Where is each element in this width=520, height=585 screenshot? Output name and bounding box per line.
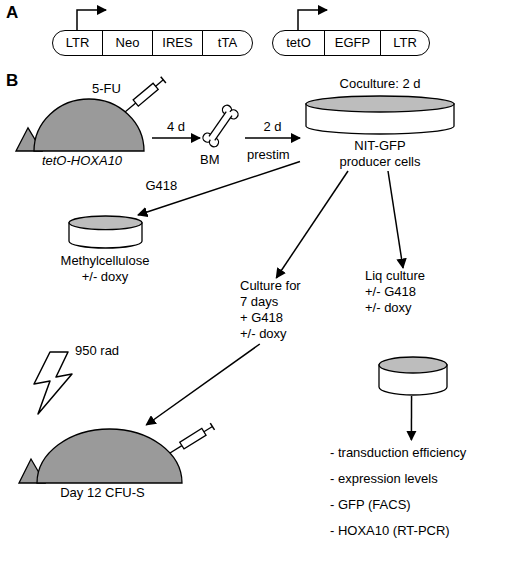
dish-outline bbox=[378, 356, 448, 396]
dish-outline bbox=[68, 215, 143, 249]
node-text: Day 12 CFU-S bbox=[60, 485, 145, 501]
mouse-outline bbox=[12, 95, 152, 153]
flow-arrow bbox=[245, 137, 300, 139]
node-text: tetO-HOXA10 bbox=[42, 153, 122, 169]
node-text: Methylcellulose bbox=[61, 253, 150, 269]
node-text: EGFP bbox=[335, 35, 370, 51]
vector-element-box: LTR bbox=[380, 30, 430, 56]
flow-arrow bbox=[411, 396, 413, 440]
panel-label: B bbox=[6, 70, 18, 91]
promoter-arrow bbox=[298, 10, 327, 30]
bone-symbol bbox=[201, 104, 240, 149]
flow-arrow bbox=[152, 137, 200, 139]
dish-medium bbox=[69, 216, 142, 230]
vector-element-box: LTR bbox=[52, 30, 103, 56]
mouse-body bbox=[34, 99, 144, 151]
vector-element-box: EGFP bbox=[324, 30, 381, 56]
node-text: +/- doxy bbox=[240, 326, 287, 342]
mouse-node: tetO-HOXA10 bbox=[12, 95, 152, 171]
node-text: LTR bbox=[393, 35, 417, 51]
flow-arrow bbox=[388, 171, 403, 268]
mouse-body bbox=[37, 429, 182, 483]
vector-element-box: Neo bbox=[102, 30, 153, 56]
node-text: tetO bbox=[286, 35, 311, 51]
syringe-symbol bbox=[122, 77, 165, 115]
node-text: IRES bbox=[162, 35, 192, 51]
node-text: + G418 bbox=[240, 310, 283, 326]
node-text: - HOXA10 (RT-PCR) bbox=[330, 518, 450, 544]
node-text: - transduction efficiency bbox=[330, 440, 466, 466]
bone-edge bbox=[209, 112, 226, 137]
dose-label: 950 rad bbox=[75, 342, 119, 359]
node-text: BM bbox=[200, 152, 220, 168]
node-text: +/- doxy bbox=[82, 269, 129, 285]
culture-dish-node: Liq culture+/- G418+/- doxy bbox=[365, 268, 460, 396]
drug-label: 5-FU bbox=[92, 80, 121, 97]
node-text: - expression levels bbox=[330, 466, 438, 492]
bone-edge bbox=[215, 116, 232, 141]
text-node: Culture for 7 days+ G418+/- doxy bbox=[240, 278, 306, 344]
dish-medium bbox=[306, 96, 454, 112]
bone-marrow-node: BM bbox=[200, 100, 245, 170]
vector-element-box: tTA bbox=[202, 30, 253, 56]
edge-label: 2 d bbox=[263, 119, 281, 135]
panel-label: A bbox=[6, 2, 18, 23]
mouse-node: Day 12 CFU-S bbox=[15, 425, 190, 501]
syringe-symbol bbox=[168, 423, 215, 456]
bone-outline bbox=[200, 100, 245, 152]
node-text: tTA bbox=[218, 35, 237, 51]
step-note: prestim bbox=[247, 146, 290, 163]
node-text: +/- G418 bbox=[365, 284, 416, 300]
edge-label: G418 bbox=[145, 178, 177, 194]
promoter-arrow bbox=[77, 10, 106, 30]
flow-arrow bbox=[276, 171, 348, 278]
dish-medium bbox=[379, 357, 447, 373]
flow-arrow bbox=[138, 162, 300, 216]
bone-shaft bbox=[208, 110, 233, 142]
culture-dish-node: Methylcellulose+/- doxy bbox=[50, 215, 160, 287]
node-text: LTR bbox=[66, 35, 90, 51]
edge-label: 4 d bbox=[167, 119, 185, 135]
dish-outline bbox=[305, 95, 455, 135]
vector-element-box: IRES bbox=[152, 30, 203, 56]
node-text: +/- doxy bbox=[365, 300, 412, 316]
text-node: - transduction efficiency- expression le… bbox=[330, 440, 515, 544]
node-text: NIT-GFP producer cells bbox=[335, 138, 425, 170]
node-text: Culture for 7 days bbox=[240, 278, 306, 310]
culture-dish-node: Coculture: 2 d NIT-GFP producer cells bbox=[300, 76, 460, 171]
vector-element-box: tetO bbox=[272, 30, 325, 56]
node-text: - GFP (FACS) bbox=[330, 492, 411, 518]
node-text: Coculture: 2 d bbox=[340, 76, 421, 92]
flow-arrow bbox=[146, 344, 260, 425]
node-text: Liq culture bbox=[365, 268, 425, 284]
lightning-bolt bbox=[34, 352, 72, 414]
node-text: Neo bbox=[116, 35, 140, 51]
mouse-outline bbox=[15, 425, 190, 485]
